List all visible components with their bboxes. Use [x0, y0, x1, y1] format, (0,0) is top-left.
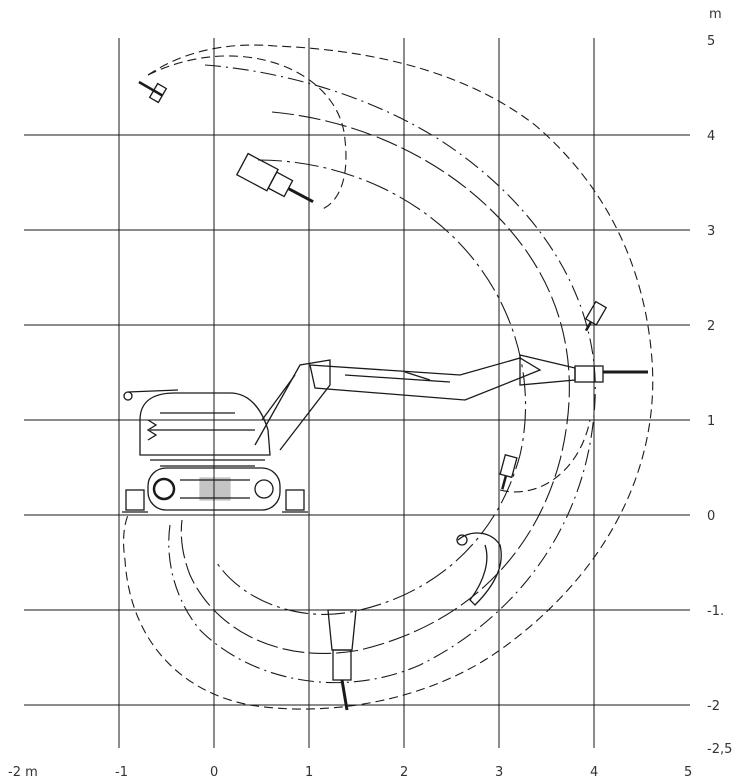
- x-tick-label: 0: [210, 765, 218, 780]
- y-tick-label: 3: [707, 224, 715, 239]
- y-tick-label: 1: [707, 414, 715, 429]
- breaker-attachment: [519, 354, 648, 386]
- innermost-reach-envelope: [214, 159, 527, 615]
- x-tick-label: 1: [305, 765, 313, 780]
- x-tick-label: 5: [684, 765, 692, 780]
- outer-reach-envelope: [123, 44, 654, 710]
- breaker-tool-right: [584, 300, 608, 332]
- y-tick-label: 4: [707, 129, 715, 144]
- grid: [24, 38, 690, 748]
- lower-swing-arc: [499, 419, 591, 493]
- machine-body: [139, 392, 271, 467]
- y-tick-label: -1.: [707, 604, 724, 619]
- reach-envelopes: [123, 44, 654, 710]
- y-tick-label: -2,5: [707, 742, 732, 757]
- y-axis-labels: 5 4 3 2 1 0 -1. -2 -2,5: [707, 34, 732, 757]
- breaker-tool-lower-right: [499, 454, 518, 490]
- tool-positions: [138, 80, 608, 711]
- x-tick-label: -2 m: [8, 765, 38, 780]
- breaker-tool-bottom: [327, 609, 357, 711]
- breaker-tool-upper: [235, 152, 314, 204]
- tool-swing-arc: [147, 55, 347, 211]
- y-tick-label: -2: [707, 699, 720, 714]
- crawler-track: [147, 467, 281, 511]
- y-axis-unit: m: [709, 7, 722, 22]
- outrigger-left: [122, 489, 148, 513]
- y-tick-label: 5: [707, 34, 715, 49]
- x-axis-labels: -2 m -1 0 1 2 3 4 5: [8, 765, 692, 780]
- bucket-tool: [456, 532, 502, 606]
- demolition-robot: [122, 354, 648, 513]
- stick-arm: [309, 357, 542, 401]
- y-tick-label: 0: [707, 509, 715, 524]
- lifting-hook: [123, 389, 179, 401]
- boom-arm: [254, 359, 331, 451]
- x-tick-label: 3: [495, 765, 503, 780]
- y-tick-label: 2: [707, 319, 715, 334]
- x-tick-label: 2: [400, 765, 408, 780]
- outrigger-right: [282, 489, 308, 513]
- inner-reach-envelope: [180, 111, 570, 654]
- breaker-tool-top-left: [138, 80, 168, 104]
- x-tick-label: -1: [115, 765, 128, 780]
- x-tick-label: 4: [590, 765, 598, 780]
